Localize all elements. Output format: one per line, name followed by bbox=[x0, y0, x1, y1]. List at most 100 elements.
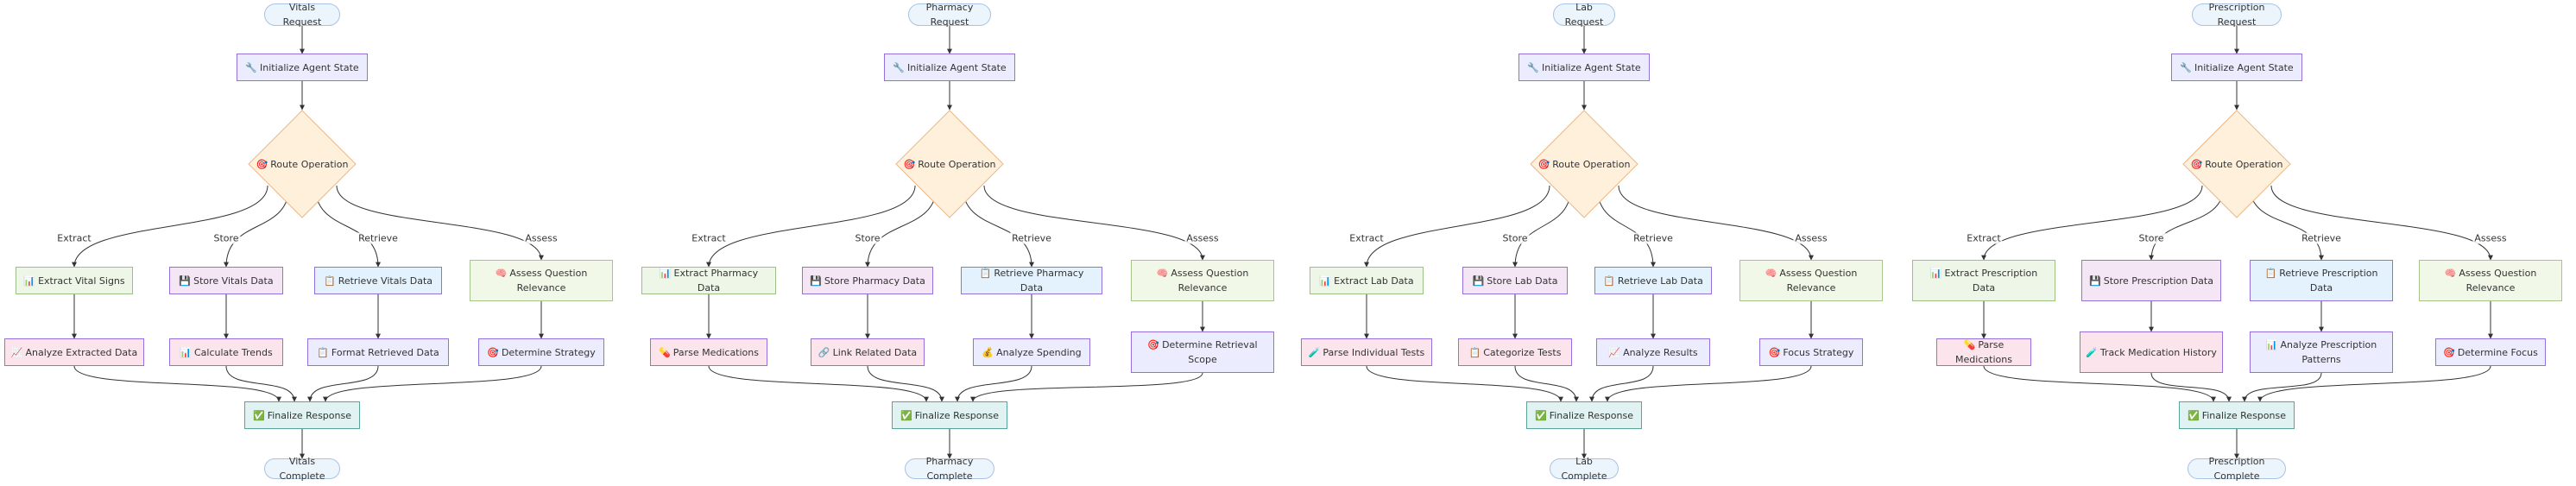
step-followup: 🧪Parse Individual Tests bbox=[1301, 338, 1432, 366]
step-icon: 🧠 bbox=[2444, 268, 2457, 279]
step-extract-label: Extract Prescription Data bbox=[1944, 268, 2038, 293]
step-retrieve: 📋Retrieve Lab Data bbox=[1594, 267, 1712, 294]
step-followup: 📊Calculate Trends bbox=[169, 338, 283, 366]
check-icon: ✅ bbox=[900, 409, 912, 421]
target-icon: 🎯 bbox=[1537, 158, 1550, 170]
step-store-label: Store Lab Data bbox=[1487, 275, 1558, 287]
check-icon: ✅ bbox=[2188, 409, 2200, 421]
end-node: Lab Complete bbox=[1550, 456, 1619, 482]
target-icon: 🎯 bbox=[903, 158, 916, 170]
start-node-label: Vitals Request bbox=[282, 2, 322, 28]
check-icon: ✅ bbox=[253, 409, 265, 421]
step-assess-label: Assess Question Relevance bbox=[1779, 268, 1858, 293]
start-node-label: Prescription Request bbox=[2208, 2, 2265, 28]
edge bbox=[867, 365, 944, 402]
end-node-label: Lab Complete bbox=[1561, 456, 1607, 482]
step-icon: 📈 bbox=[10, 346, 23, 358]
step-followup: 🎯Determine Strategy bbox=[478, 338, 604, 366]
edge-label-retrieve: Retrieve bbox=[2300, 232, 2343, 244]
step-store-label: Store Pharmacy Data bbox=[824, 275, 925, 287]
step-retrieve-label: Retrieve Vitals Data bbox=[338, 275, 432, 287]
step-followup-label: Track Medication History bbox=[2099, 346, 2217, 358]
step-icon: 🔗 bbox=[818, 346, 830, 358]
start-node: Vitals Request bbox=[264, 2, 340, 28]
route-decision-label: Route Operation bbox=[2205, 158, 2283, 170]
route-decision: 🎯Route Operation bbox=[248, 110, 357, 218]
step-retrieve: 📋Retrieve Vitals Data bbox=[314, 267, 442, 294]
step-icon: 🧪 bbox=[2086, 346, 2098, 358]
step-icon: 🧪 bbox=[1308, 346, 1321, 358]
edge bbox=[2150, 372, 2232, 402]
step-followup: 💊Parse Medications bbox=[650, 338, 767, 366]
edge bbox=[2257, 365, 2491, 402]
step-icon: 💾 bbox=[810, 275, 822, 287]
step-icon: 🎯 bbox=[1147, 339, 1160, 350]
edge-label-store: Store bbox=[2137, 232, 2166, 244]
target-icon: 🎯 bbox=[256, 158, 268, 170]
step-icon: 🎯 bbox=[487, 346, 499, 358]
target-icon: 🎯 bbox=[2190, 158, 2203, 170]
step-icon: 📊 bbox=[1929, 268, 1942, 279]
step-icon: 📋 bbox=[2264, 268, 2277, 279]
step-retrieve-label: Retrieve Pharmacy Data bbox=[994, 268, 1084, 293]
step-retrieve: 📋Retrieve Pharmacy Data bbox=[961, 267, 1102, 294]
end-node-label: Prescription Complete bbox=[2208, 456, 2265, 482]
edge-label-assess: Assess bbox=[523, 232, 559, 244]
step-store-label: Store Vitals Data bbox=[193, 275, 274, 287]
step-assess-label: Assess Question Relevance bbox=[509, 268, 588, 293]
step-followup: 🎯Determine Focus bbox=[2435, 338, 2546, 366]
edge bbox=[955, 365, 1032, 402]
step-followup-label: Analyze Results bbox=[1623, 346, 1698, 358]
edge bbox=[72, 185, 268, 268]
step-followup-label: Analyze Prescription Patterns bbox=[2280, 339, 2377, 365]
step-followup-label: Determine Focus bbox=[2457, 346, 2538, 358]
step-extract-label: Extract Vital Signs bbox=[38, 275, 125, 287]
edge-label-assess: Assess bbox=[2472, 232, 2509, 244]
edge bbox=[1605, 365, 1812, 402]
edge bbox=[2270, 185, 2493, 261]
edge bbox=[73, 365, 281, 402]
step-extract: 📊Extract Lab Data bbox=[1310, 267, 1424, 294]
route-decision: 🎯Route Operation bbox=[895, 110, 1004, 218]
edge-label-retrieve: Retrieve bbox=[1632, 232, 1675, 244]
step-followup-label: Calculate Trends bbox=[193, 346, 273, 358]
check-icon: ✅ bbox=[1535, 409, 1547, 421]
init-node: 🔧Initialize Agent State bbox=[1518, 54, 1650, 81]
edge bbox=[336, 185, 544, 261]
step-icon: 🎯 bbox=[2443, 346, 2455, 358]
wrench-icon: 🔧 bbox=[2180, 61, 2192, 73]
step-followup: 🎯Determine Retrieval Scope bbox=[1131, 331, 1274, 373]
step-icon: 📋 bbox=[324, 275, 336, 287]
step-assess: 🧠Assess Question Relevance bbox=[1739, 260, 1883, 301]
edge bbox=[1514, 365, 1579, 402]
step-icon: 📋 bbox=[979, 268, 992, 279]
edge bbox=[970, 372, 1203, 402]
edge-label-retrieve: Retrieve bbox=[357, 232, 400, 244]
edge bbox=[983, 185, 1205, 261]
step-icon: 📊 bbox=[2265, 339, 2278, 350]
edge bbox=[307, 365, 379, 402]
start-node: Prescription Request bbox=[2192, 2, 2282, 28]
finalize-node: ✅Finalize Response bbox=[244, 401, 360, 429]
step-extract: 📊Extract Vital Signs bbox=[16, 267, 133, 294]
diamond-shape bbox=[1530, 110, 1638, 218]
step-icon: 💊 bbox=[1963, 339, 1976, 350]
init-node-label: Initialize Agent State bbox=[906, 61, 1007, 73]
step-store: 💾Store Lab Data bbox=[1462, 267, 1568, 294]
step-icon: 📈 bbox=[1608, 346, 1621, 358]
step-followup-label: Format Retrieved Data bbox=[331, 346, 439, 358]
edge-label-store: Store bbox=[1500, 232, 1530, 244]
route-decision-label: Route Operation bbox=[1552, 158, 1631, 170]
edge-label-store: Store bbox=[853, 232, 882, 244]
step-store: 💾Store Prescription Data bbox=[2081, 260, 2221, 301]
edge bbox=[225, 365, 297, 402]
step-icon: 🎯 bbox=[1768, 346, 1781, 358]
step-assess-label: Assess Question Relevance bbox=[1171, 268, 1249, 293]
edge bbox=[1364, 185, 1550, 268]
step-icon: 📋 bbox=[1603, 275, 1615, 287]
step-assess-label: Assess Question Relevance bbox=[2459, 268, 2537, 293]
route-decision-label: Route Operation bbox=[918, 158, 996, 170]
step-extract: 📊Extract Prescription Data bbox=[1912, 260, 2055, 301]
step-icon: 📊 bbox=[180, 346, 192, 358]
end-node: Prescription Complete bbox=[2188, 456, 2286, 482]
